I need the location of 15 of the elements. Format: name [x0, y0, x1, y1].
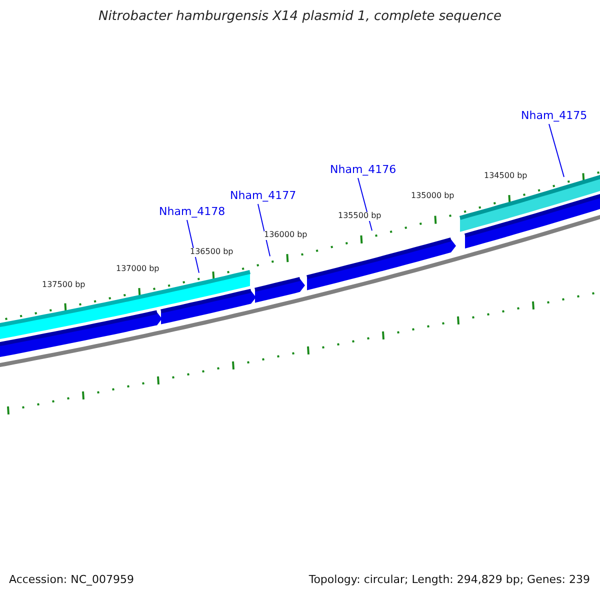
position-label: 137000 bp — [116, 265, 160, 274]
summary-text: Topology: circular; Length: 294,829 bp; Genes: 239 — [308, 574, 590, 586]
position-label: 136500 bp — [190, 248, 234, 257]
gene-label: Nham_4176 — [330, 164, 396, 176]
title: Nitrobacter hamburgensis X14 plasmid 1, complete sequence — [97, 10, 503, 24]
accession-text: Accession: NC_007959 — [9, 574, 134, 586]
position-label: 135500 bp — [338, 212, 382, 221]
gene-label: Nham_4178 — [159, 206, 226, 218]
gene-label: Nham_4177 — [230, 190, 296, 202]
leader-line — [548, 124, 564, 178]
position-label: 137500 bp — [42, 281, 86, 290]
position-label: 136000 bp — [264, 231, 308, 240]
gene-label: Nham_4175 — [521, 110, 588, 122]
position-label: 134500 bp — [484, 172, 528, 181]
position-label: 135000 bp — [411, 192, 454, 201]
